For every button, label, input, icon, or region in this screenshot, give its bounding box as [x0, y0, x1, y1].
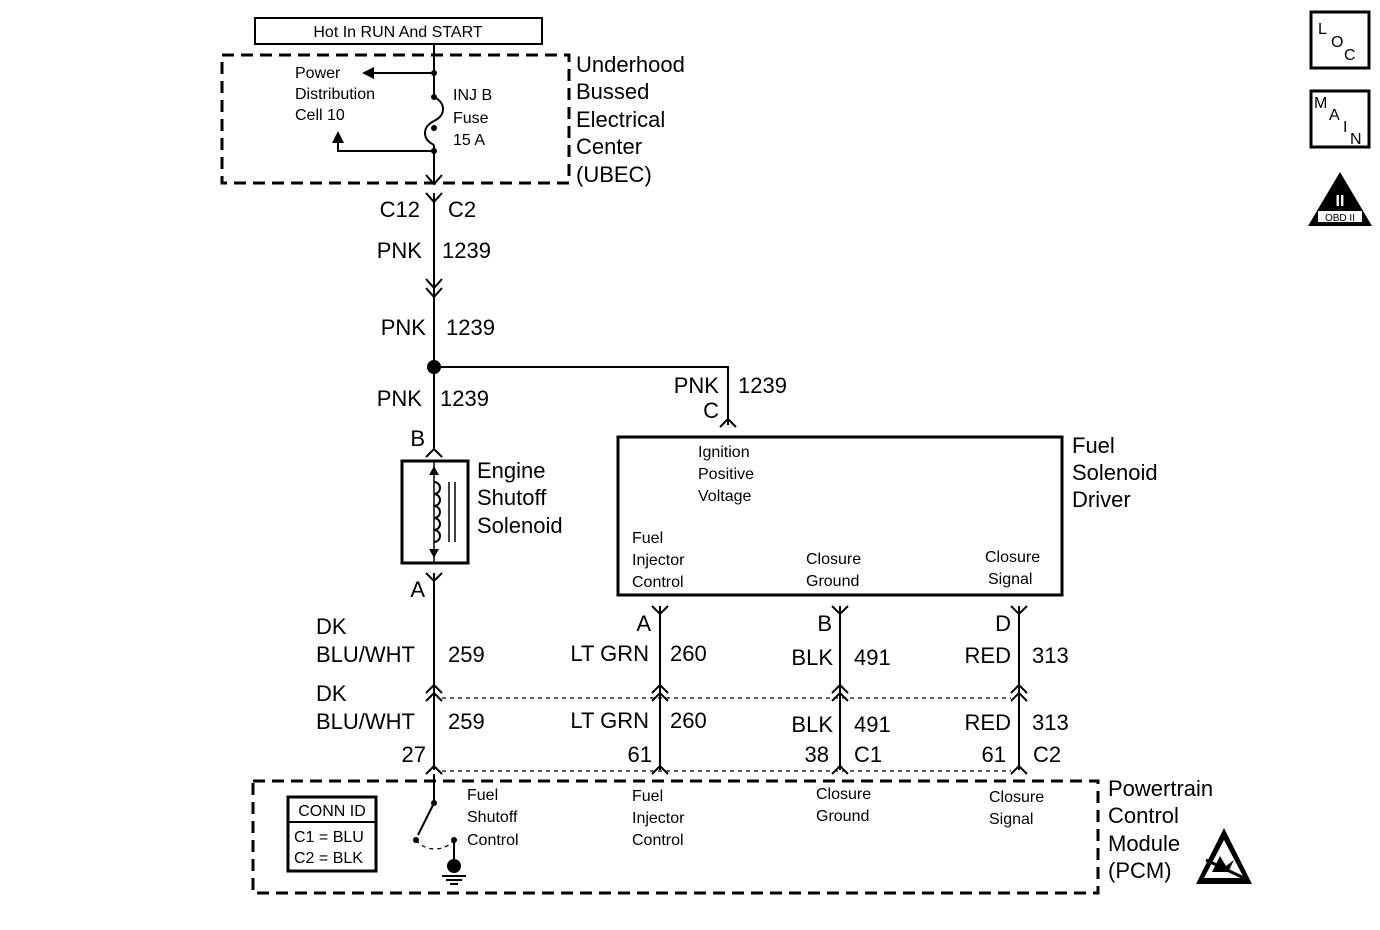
fsd-closure-signal-label: Closure Signal — [985, 549, 1045, 588]
svg-text:A: A — [1329, 107, 1340, 124]
pcm-pin-38: 38 — [805, 742, 829, 767]
ground-icon — [442, 859, 466, 885]
loc-icon[interactable]: L O C — [1309, 10, 1371, 70]
wire-260-color-lower: LT GRN — [570, 708, 649, 733]
wire-259-circuit-lower: 259 — [448, 709, 485, 734]
engine-shutoff-solenoid-box — [400, 459, 470, 565]
ubec-box — [220, 53, 571, 185]
wire-circuit-1239: 1239 — [738, 373, 787, 398]
solenoid-coil-icon — [429, 462, 456, 562]
wire-1239-to-fsd — [434, 366, 729, 425]
inline-connector-female — [425, 278, 443, 290]
wire-circuit-1239: 1239 — [446, 315, 495, 340]
wire-259-color-upper: DK BLU/WHT — [316, 614, 415, 667]
pin-c-label: C — [703, 398, 719, 423]
wire-color-pnk: PNK — [381, 315, 427, 340]
wire-491-circuit-upper: 491 — [854, 645, 891, 670]
inline-connector-male — [425, 287, 443, 299]
fsd-closure-ground-label: Closure Ground — [806, 551, 866, 590]
conn-id-c1: C1 = BLU — [294, 829, 364, 846]
pcm-closure-signal-label: Closure Signal — [989, 789, 1049, 828]
pcm-closure-ground-label: Closure Ground — [816, 786, 876, 825]
pcm-pin-27: 27 — [402, 742, 426, 767]
power-distribution-label: Power Distribution Cell 10 — [295, 65, 379, 124]
fuel-solenoid-driver-box — [616, 435, 1064, 597]
wire-color-pnk: PNK — [674, 373, 720, 398]
pcm-connector-c2: C2 — [1033, 742, 1061, 767]
svg-text:II: II — [1336, 193, 1345, 210]
wire-259-color-lower: DK BLU/WHT — [316, 681, 415, 734]
wire-491-color-lower: BLK — [791, 712, 833, 737]
connector-c2-label: C2 — [448, 197, 476, 222]
svg-text:C: C — [1344, 47, 1356, 64]
svg-text:N: N — [1350, 131, 1362, 148]
pcm-connector-row — [425, 764, 1028, 775]
pcm-connector-c1: C1 — [854, 742, 882, 767]
pcm-pin-61-injector: 61 — [628, 742, 652, 767]
pcm-fuel-shutoff-label: Fuel Shutoff Control — [467, 787, 522, 849]
fuel-solenoid-driver-title: Fuel Solenoid Driver — [1072, 433, 1164, 512]
fuse-label: INJ B Fuse 15 A — [453, 87, 497, 149]
svg-text:O: O — [1331, 34, 1343, 51]
pcm-title: Powertrain Control Module (PCM) — [1108, 776, 1219, 883]
wire-259-circuit-upper: 259 — [448, 642, 485, 667]
main-icon[interactable]: M A I N — [1309, 89, 1371, 149]
svg-text:I: I — [1343, 119, 1347, 136]
wire-circuit-1239: 1239 — [442, 238, 491, 263]
wire-260-circuit-upper: 260 — [670, 641, 707, 666]
connector-c12-female — [425, 174, 443, 186]
fsd-pin-b-label: B — [817, 611, 832, 636]
wire-313-circuit-upper: 313 — [1032, 643, 1069, 668]
wire-circuit-1239: 1239 — [440, 386, 489, 411]
power-label: Hot In RUN And START — [313, 24, 482, 41]
wire-260-color-upper: LT GRN — [570, 641, 649, 666]
connector-c12-label: C12 — [380, 197, 420, 222]
svg-text:OBD II: OBD II — [1325, 213, 1355, 224]
wire-color-pnk: PNK — [377, 238, 423, 263]
wire-491-circuit-lower: 491 — [854, 712, 891, 737]
fsd-pin-d-label: D — [995, 611, 1011, 636]
pin-c-connector — [719, 417, 737, 428]
wire-313-color-lower: RED — [965, 710, 1011, 735]
obd-ii-icon[interactable]: II OBD II — [1308, 172, 1372, 226]
conn-id-c2: C2 = BLK — [294, 850, 363, 867]
ignition-positive-voltage-label: Ignition Positive Voltage — [698, 444, 758, 505]
wire-color-pnk: PNK — [377, 386, 423, 411]
pin-b-connector — [425, 447, 443, 458]
pcm-box — [251, 779, 1100, 895]
ubec-title: Underhood Bussed Electrical Center (UBEC… — [576, 52, 691, 187]
wire-260-circuit-lower: 260 — [670, 708, 707, 733]
pcm-injector-control-label: Fuel Injector Control — [632, 788, 689, 849]
esd-warning-icon — [1196, 828, 1252, 884]
pin-b-label: B — [410, 426, 425, 451]
conn-id-box — [286, 795, 378, 873]
engine-shutoff-solenoid-label: Engine Shutoff Solenoid — [477, 458, 563, 538]
power-label-box — [254, 17, 543, 45]
wire-313-color-upper: RED — [965, 643, 1011, 668]
inline-connector-row — [425, 683, 1028, 702]
pdc-return-line — [337, 140, 434, 152]
up-arrow-icon — [332, 131, 344, 143]
fsd-injector-control-label: Fuel Injector Control — [632, 530, 689, 591]
fuel-shutoff-switch — [413, 774, 457, 862]
pin-a-label: A — [410, 577, 425, 602]
left-arrow-icon — [362, 67, 374, 79]
wire-491-color-upper: BLK — [791, 645, 833, 670]
splice-icon — [431, 70, 437, 76]
wire-313-circuit-lower: 313 — [1032, 710, 1069, 735]
conn-id-title: CONN ID — [298, 803, 366, 820]
svg-text:M: M — [1314, 95, 1327, 112]
svg-text:L: L — [1318, 21, 1327, 38]
fsd-pin-a-label: A — [636, 611, 651, 636]
pcm-pin-61-signal: 61 — [982, 742, 1006, 767]
